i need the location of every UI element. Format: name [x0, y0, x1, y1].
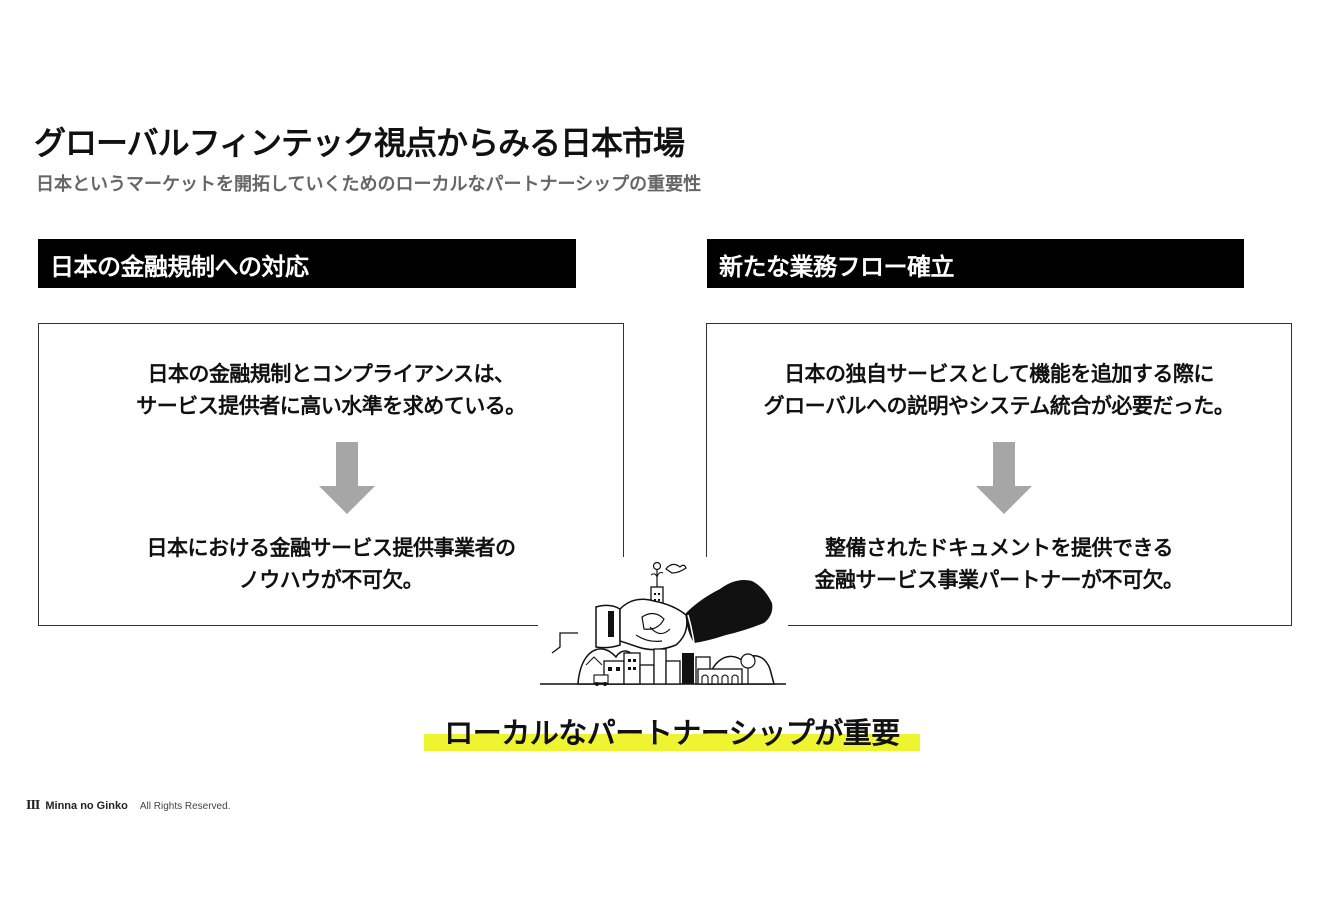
- regulation-card: 日本の金融規制とコンプライアンスは、 サービス提供者に高い水準を求めている。 日…: [38, 323, 624, 626]
- regulation-problem-line: サービス提供者に高い水準を求めている。: [136, 394, 526, 418]
- regulation-solution-text: 日本における金融サービス提供事業者の ノウハウが不可欠。: [39, 532, 623, 596]
- workflow-solution-text: 整備されたドキュメントを提供できる 金融サービス事業パートナーが不可欠。: [707, 532, 1291, 596]
- workflow-problem-line: グローバルへの説明やシステム統合が必要だった。: [763, 394, 1235, 418]
- conclusion-highlight: [424, 734, 920, 751]
- section-heading-regulation: 日本の金融規制への対応: [38, 239, 576, 288]
- regulation-problem-text: 日本の金融規制とコンプライアンスは、 サービス提供者に高い水準を求めている。: [39, 358, 623, 422]
- section-heading-workflow: 新たな業務フロー確立: [707, 239, 1244, 288]
- conclusion-text: ローカルなパートナーシップが重要: [444, 716, 900, 750]
- copyright-text: All Rights Reserved.: [139, 800, 231, 812]
- workflow-solution-line: 金融サービス事業パートナーが不可欠。: [814, 568, 1185, 592]
- page-title: グローバルフィンテック視点からみる日本市場: [34, 124, 685, 162]
- brand-logo-icon: III: [26, 798, 40, 813]
- footer: III Minna no Ginko All Rights Reserved.: [26, 798, 230, 814]
- workflow-card: 日本の独自サービスとして機能を追加する際に グローバルへの説明やシステム統合が必…: [706, 323, 1292, 626]
- regulation-solution-line: ノウハウが不可欠。: [238, 568, 424, 592]
- regulation-problem-line: 日本の金融規制とコンプライアンスは、: [147, 362, 515, 386]
- regulation-solution-line: 日本における金融サービス提供事業者の: [146, 536, 517, 560]
- down-arrow-icon: [319, 442, 375, 514]
- page-subtitle: 日本というマーケットを開拓していくためのローカルなパートナーシップの重要性: [36, 174, 702, 195]
- workflow-problem-text: 日本の独自サービスとして機能を追加する際に グローバルへの説明やシステム統合が必…: [707, 358, 1291, 422]
- down-arrow-icon: [976, 442, 1032, 514]
- workflow-solution-line: 整備されたドキュメントを提供できる: [824, 536, 1174, 560]
- brand-name: Minna no Ginko: [45, 800, 128, 812]
- workflow-problem-line: 日本の独自サービスとして機能を追加する際に: [784, 362, 1214, 386]
- handshake-city-illustration: [538, 557, 788, 689]
